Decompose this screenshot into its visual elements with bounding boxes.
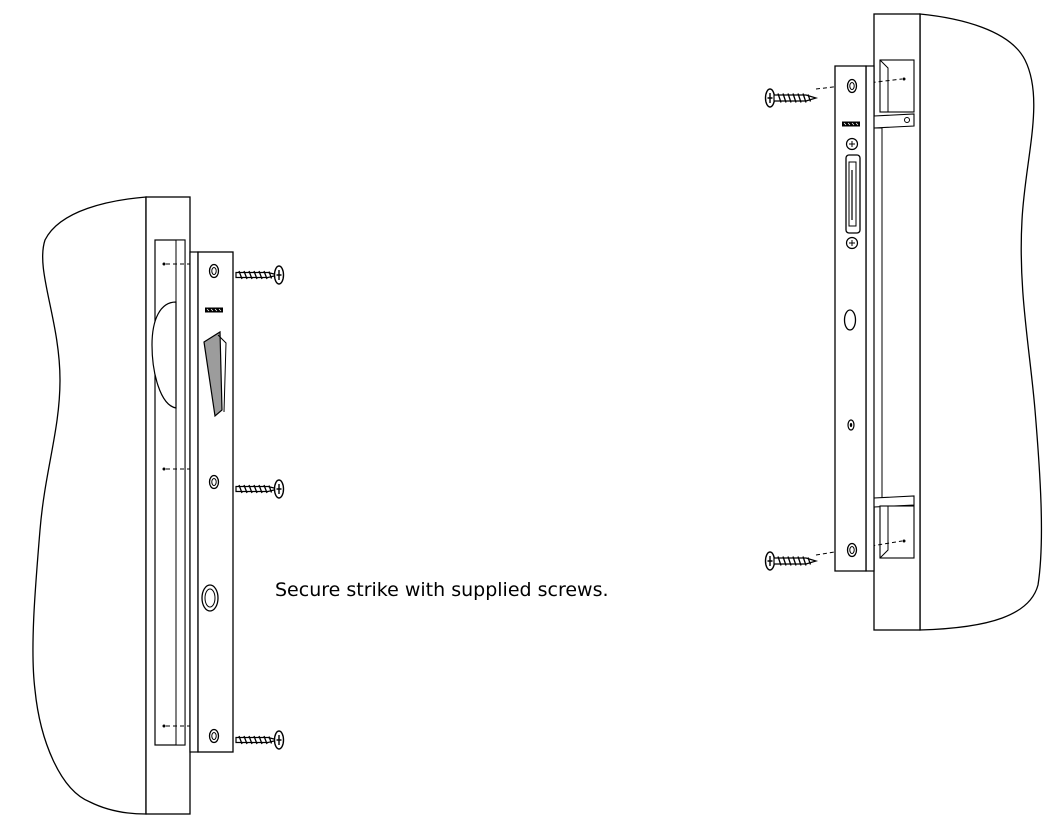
left-screw-bottom-icon [235,730,285,750]
left-screw-middle-icon [235,479,285,499]
left-door-panel [32,196,285,815]
right-brand-logo-icon [841,121,861,127]
instruction-caption: Secure strike with supplied screws. [275,579,609,601]
right-frame-panel [764,13,1043,631]
right-screw-bottom-icon [764,551,817,571]
left-brand-logo-icon [204,307,224,313]
right-strike-plate [834,65,875,572]
left-strike-plate [189,251,234,753]
right-screw-top-icon [764,88,817,108]
left-screw-top-icon [235,265,285,285]
